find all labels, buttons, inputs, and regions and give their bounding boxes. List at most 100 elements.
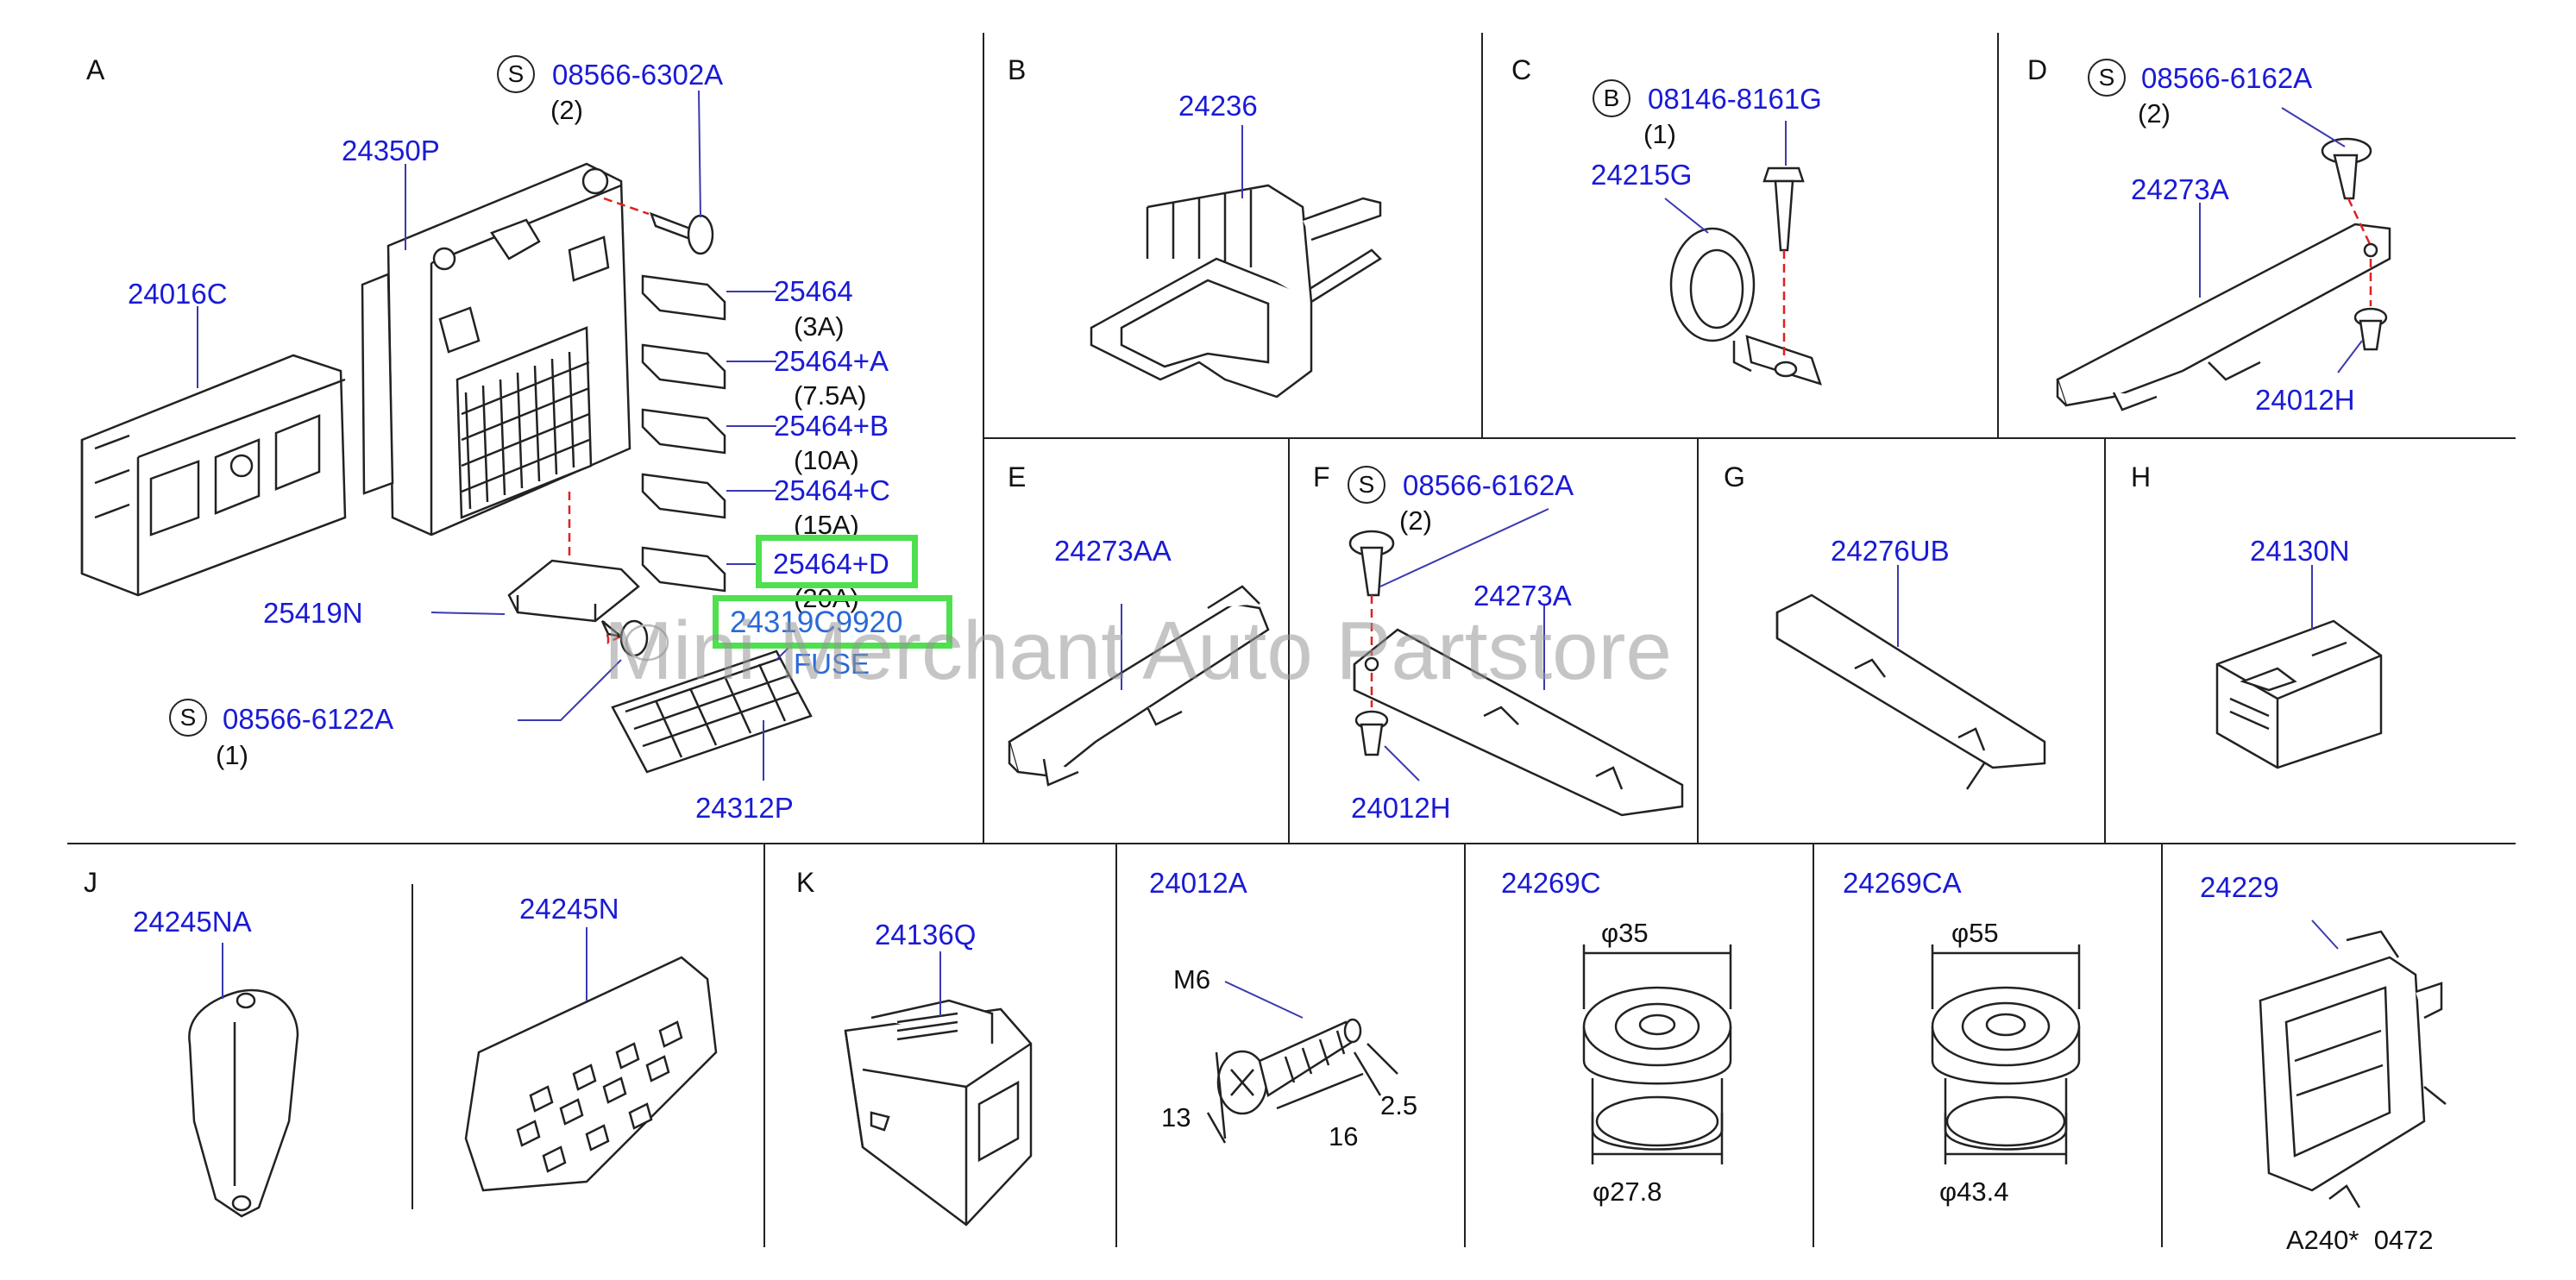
- quantity-label: (2): [550, 95, 583, 125]
- fuse-label[interactable]: FUSE: [794, 648, 870, 680]
- part-link-08146-8161g[interactable]: 08146-8161G: [1648, 83, 1822, 115]
- part-link-24273a-f[interactable]: 24273A: [1473, 580, 1572, 612]
- leader-m6: [1225, 982, 1303, 1018]
- part-link-24016c[interactable]: 24016C: [128, 278, 228, 310]
- part-link-24012h-d[interactable]: 24012H: [2255, 384, 2355, 416]
- bracket-24273a-d-drawing: [2058, 224, 2390, 410]
- grommet-24269c-drawing: [1584, 944, 1731, 1164]
- clamp-24215g-drawing: [1671, 229, 1820, 384]
- dimension-label: φ43.4: [1939, 1176, 2009, 1207]
- dimension-label: 16: [1329, 1121, 1359, 1151]
- bracket-24236-drawing: [1091, 185, 1380, 397]
- section-label-f: F: [1313, 461, 1330, 493]
- cover-24312p-drawing: [613, 651, 811, 772]
- part-link-08566-6122a[interactable]: 08566-6122A: [223, 703, 394, 735]
- part-link-25419n[interactable]: 25419N: [263, 597, 363, 629]
- dimension-label: φ35: [1601, 918, 1649, 948]
- clip-24012h-f-drawing: [1356, 712, 1387, 755]
- fuse-row-drawing: [643, 276, 725, 591]
- section-label-g: G: [1724, 461, 1745, 493]
- part-link-24273aa[interactable]: 24273AA: [1054, 535, 1172, 567]
- part-link-24245n[interactable]: 24245N: [519, 893, 619, 925]
- bracket-24229-drawing: [2260, 932, 2446, 1208]
- quantity-label: (1): [216, 740, 248, 770]
- screw-symbol-s: S: [1348, 466, 1385, 504]
- bracket-24273aa-drawing: [1009, 587, 1268, 785]
- part-link-24136q[interactable]: 24136Q: [875, 919, 977, 951]
- quantity-label: (1): [1643, 119, 1676, 149]
- highlight-box: [756, 535, 918, 588]
- cover-24245na-drawing: [189, 990, 298, 1216]
- dimension-label: φ55: [1951, 918, 1999, 948]
- clip-24012h-d-drawing: [2355, 309, 2386, 349]
- section-label-h: H: [2131, 461, 2152, 493]
- part-link-24012a[interactable]: 24012A: [1149, 867, 1247, 899]
- bolt-24012a-drawing: [1208, 1020, 1398, 1143]
- part-link-24273a-d[interactable]: 24273A: [2131, 173, 2229, 205]
- part-link-25464[interactable]: 25464: [774, 275, 853, 307]
- part-link-24236[interactable]: 24236: [1178, 90, 1258, 122]
- connector-24016c-drawing: [82, 355, 345, 595]
- part-link-24012h-f[interactable]: 24012H: [1351, 792, 1451, 824]
- diagram-code: A240* 0472: [2286, 1225, 2434, 1255]
- part-link-24130n[interactable]: 24130N: [2250, 535, 2350, 567]
- section-label-k: K: [796, 867, 815, 898]
- part-link-24269ca[interactable]: 24269CA: [1843, 867, 1962, 899]
- section-label-j: J: [84, 867, 97, 898]
- amperage-label: (7.5A): [794, 380, 867, 411]
- part-link-25464-b[interactable]: 25464+B: [774, 410, 889, 442]
- bracket-24273a-f-drawing: [1354, 630, 1682, 815]
- bolt-08146-drawing: [1764, 168, 1803, 358]
- part-link-24350p[interactable]: 24350P: [342, 135, 440, 166]
- part-link-24215g[interactable]: 24215G: [1591, 159, 1693, 191]
- screw-f-drawing: [1350, 531, 1393, 707]
- part-link-24319c9920[interactable]: 24319C9920: [730, 605, 903, 639]
- grid-lines: [67, 33, 2516, 1247]
- dimension-label: 13: [1161, 1102, 1191, 1133]
- bolt-symbol-b: B: [1593, 79, 1630, 117]
- part-link-24276ub[interactable]: 24276UB: [1831, 535, 1950, 567]
- cover-24245n-drawing: [466, 957, 716, 1190]
- part-link-24269c[interactable]: 24269C: [1501, 867, 1601, 899]
- part-link-25464-a[interactable]: 25464+A: [774, 345, 889, 377]
- screw-symbol-s: S: [497, 55, 535, 93]
- section-label-b: B: [1008, 54, 1027, 85]
- section-a-leaders: [198, 91, 794, 781]
- section-label-d: D: [2027, 54, 2048, 85]
- connector-24130n-drawing: [2217, 621, 2381, 768]
- section-c-leaders: [1665, 121, 1786, 233]
- quantity-label: (2): [2138, 98, 2171, 129]
- connector-24136q-drawing: [845, 1001, 1031, 1225]
- amperage-label: (3A): [794, 311, 845, 342]
- section-label-c: C: [1511, 54, 1532, 85]
- part-link-08566-6162a-d[interactable]: 08566-6162A: [2141, 62, 2313, 94]
- screw-symbol-s: S: [2088, 59, 2126, 97]
- amperage-label: (10A): [794, 445, 859, 475]
- dimension-label: φ27.8: [1593, 1176, 1662, 1207]
- section-d-leaders: [2200, 108, 2362, 373]
- screw-symbol-s: S: [169, 699, 207, 737]
- amperage-label: (15A): [794, 510, 859, 540]
- watermark: Mini Merchant Auto Partstore: [604, 605, 1672, 697]
- leader-24229: [2312, 920, 2338, 949]
- bracket-24276ub-drawing: [1777, 595, 2045, 789]
- part-link-25464-d[interactable]: 25464+D: [773, 548, 889, 580]
- screw-d-drawing: [2322, 139, 2371, 306]
- quantity-label: (2): [1399, 505, 1432, 536]
- section-f-leaders: [1380, 509, 1549, 781]
- grommet-24269ca-drawing: [1932, 944, 2079, 1164]
- clip-25419n-drawing: [509, 492, 638, 621]
- fuse-block-24350p-drawing: [362, 164, 630, 535]
- part-link-24229[interactable]: 24229: [2200, 871, 2279, 903]
- highlight-box: [713, 595, 952, 649]
- section-label-a: A: [86, 54, 105, 85]
- dimension-label: M6: [1173, 964, 1211, 995]
- dimension-label: 2.5: [1380, 1090, 1418, 1120]
- part-link-24245na[interactable]: 24245NA: [133, 906, 252, 938]
- bolt-lower-drawing: [602, 621, 668, 660]
- part-link-08566-6162a-f[interactable]: 08566-6162A: [1403, 469, 1574, 501]
- part-link-25464-c[interactable]: 25464+C: [774, 474, 890, 506]
- part-link-08566-6302a[interactable]: 08566-6302A: [552, 59, 724, 91]
- part-link-24312p[interactable]: 24312P: [695, 792, 794, 824]
